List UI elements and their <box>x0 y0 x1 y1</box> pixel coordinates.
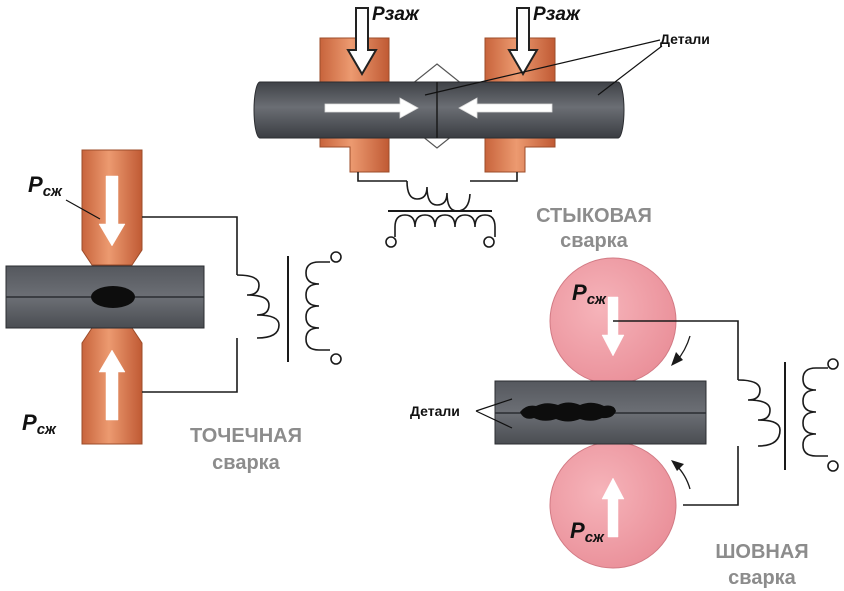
butt-parts-label: Детали <box>660 31 710 47</box>
seam-top-force-arrow <box>601 296 625 357</box>
spot-terminal-top <box>330 251 342 263</box>
butt-welding-group: Рзаж Рзаж Детали СТЫКОВАЯ сварка <box>253 4 710 252</box>
spot-weld-nugget <box>91 286 135 308</box>
seam-terminal-bottom <box>827 460 839 472</box>
butt-wire-left <box>357 172 407 182</box>
seam-parts-leader <box>475 398 513 429</box>
seam-wire-bottom <box>683 446 739 506</box>
seam-title-line1: ШОВНАЯ <box>715 541 808 563</box>
butt-right-clamp-force-arrow <box>507 7 539 76</box>
butt-title-line1: СТЫКОВАЯ <box>536 205 652 227</box>
butt-left-push-arrow <box>324 97 419 119</box>
butt-transformer-secondary-coil <box>406 180 471 212</box>
butt-wire-right <box>470 172 518 182</box>
spot-title-line1: ТОЧЕЧНАЯ <box>190 425 302 447</box>
butt-parts-leader-1 <box>424 39 661 96</box>
seam-bottom-force-label: Рсж <box>570 518 605 546</box>
butt-right-push-arrow <box>458 97 553 119</box>
butt-title-line2: сварка <box>560 230 629 252</box>
butt-left-force-label: Рзаж <box>372 4 420 25</box>
spot-title-line2: сварка <box>212 452 281 474</box>
spot-transformer-primary-coil <box>305 261 330 351</box>
seam-top-rotation-arrowhead <box>671 352 683 366</box>
butt-transformer-primary-coil <box>394 214 496 237</box>
spot-top-force-label: Рсж <box>28 172 63 200</box>
spot-top-force-arrow <box>98 175 126 247</box>
butt-left-clamp-force-arrow <box>346 7 378 76</box>
spot-terminal-bottom <box>330 353 342 365</box>
spot-wire-bottom <box>142 338 238 393</box>
spot-bottom-force-arrow <box>98 349 126 421</box>
spot-welding-group: Рсж Рсж ТОЧЕЧНАЯ сварка <box>5 149 342 474</box>
seam-parts-label: Детали <box>410 403 460 419</box>
seam-wire-top <box>613 320 739 380</box>
seam-welding-group: Рсж Рсж Детали ШОВНАЯ сварка <box>410 257 839 589</box>
seam-transformer-secondary-coil <box>737 379 781 447</box>
butt-terminal-left <box>385 236 397 248</box>
spot-bottom-force-label: Рсж <box>22 410 57 438</box>
butt-right-force-label: Рзаж <box>533 4 581 25</box>
spot-wire-top <box>142 216 238 275</box>
seam-title-line2: сварка <box>728 567 797 589</box>
seam-bottom-rotation-arrowhead <box>671 460 684 471</box>
seam-top-force-label: Рсж <box>572 280 607 308</box>
butt-parts-bar <box>253 81 625 139</box>
seam-bottom-force-arrow <box>601 477 625 538</box>
seam-weld-seam <box>520 402 616 422</box>
spot-top-force-leader <box>65 199 101 220</box>
seam-transformer-primary-coil <box>802 367 828 457</box>
seam-terminal-top <box>827 358 839 370</box>
butt-terminal-right <box>483 236 495 248</box>
butt-parts-leader-2 <box>597 45 663 96</box>
spot-transformer-secondary-coil <box>236 274 280 339</box>
